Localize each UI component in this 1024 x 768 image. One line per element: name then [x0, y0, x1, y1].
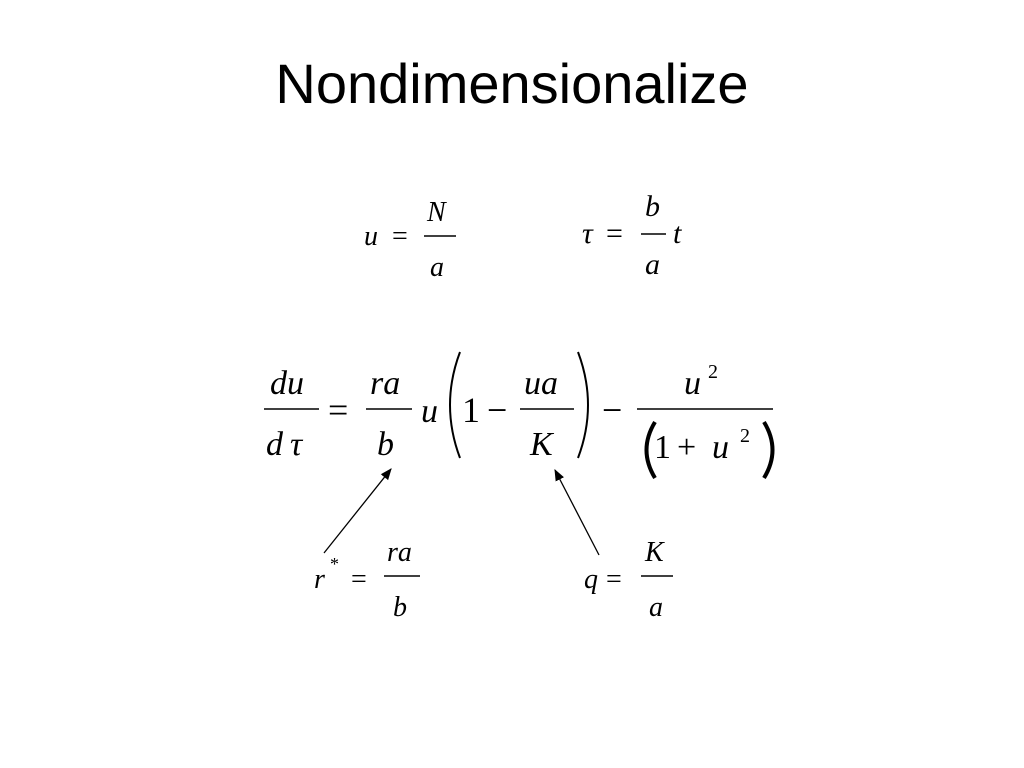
- main-equals: =: [328, 390, 348, 430]
- eq-u-equals: =: [392, 221, 408, 252]
- eq-q-numerator: K: [644, 537, 665, 568]
- eq-u-lhs: u: [364, 221, 378, 252]
- eq-u-denominator: a: [430, 252, 444, 283]
- main-right-paren: [577, 351, 589, 459]
- eq-u-numerator: N: [426, 197, 447, 228]
- eq-tau-rhs: t: [673, 217, 682, 250]
- main-coef2-denominator: K: [529, 426, 555, 463]
- equation-tau-definition: τ = b a t: [582, 190, 682, 281]
- slide-title: Nondimensionalize: [275, 52, 749, 115]
- eq-rstar-numerator: ra: [387, 537, 412, 568]
- eq-q-equals: =: [606, 564, 622, 595]
- eq-q-lhs: q: [584, 564, 598, 595]
- main-lhs-numerator: du: [270, 365, 304, 402]
- main-coef1-numerator: ra: [370, 365, 400, 402]
- equation-q-definition: q = K a: [584, 537, 673, 623]
- main-coef3-numerator-exponent: 2: [708, 361, 718, 383]
- main-coef3-den-u: u: [712, 429, 729, 466]
- main-lhs-denominator-d: d: [266, 426, 284, 463]
- main-u-factor: u: [421, 393, 438, 430]
- main-coef3-den-plus: +: [677, 429, 696, 466]
- eq-rstar-equals: =: [351, 564, 367, 595]
- main-coef2-numerator: ua: [524, 365, 558, 402]
- equation-u-definition: u = N a: [364, 197, 456, 283]
- main-left-paren: [449, 351, 461, 459]
- eq-tau-equals: =: [606, 217, 623, 250]
- main-den-left-paren: [644, 420, 657, 480]
- equation-rstar-definition: r * = ra b: [314, 537, 420, 623]
- main-den-right-paren: [762, 420, 775, 480]
- main-equation: du d τ = ra b u 1 − ua K − u 2 1 + u 2: [264, 351, 775, 480]
- eq-tau-lhs: τ: [582, 217, 594, 250]
- eq-rstar-denominator: b: [393, 592, 407, 623]
- main-coef3-numerator-u: u: [684, 365, 701, 402]
- eq-tau-denominator: a: [645, 248, 660, 281]
- main-coef3-den-one: 1: [654, 429, 671, 466]
- eq-rstar-lhs: r: [314, 564, 325, 595]
- eq-tau-numerator: b: [645, 190, 660, 223]
- main-lhs-denominator-tau: τ: [290, 426, 304, 463]
- eq-rstar-star: *: [330, 554, 339, 574]
- arrow-to-coef2: [554, 468, 600, 556]
- eq-q-denominator: a: [649, 592, 663, 623]
- arrow-to-coef1: [323, 468, 392, 554]
- main-coef1-denominator: b: [377, 426, 394, 463]
- main-minus-outer: −: [602, 390, 622, 430]
- main-one: 1: [462, 390, 480, 430]
- main-minus-inner: −: [487, 390, 507, 430]
- main-coef3-den-exponent: 2: [740, 425, 750, 447]
